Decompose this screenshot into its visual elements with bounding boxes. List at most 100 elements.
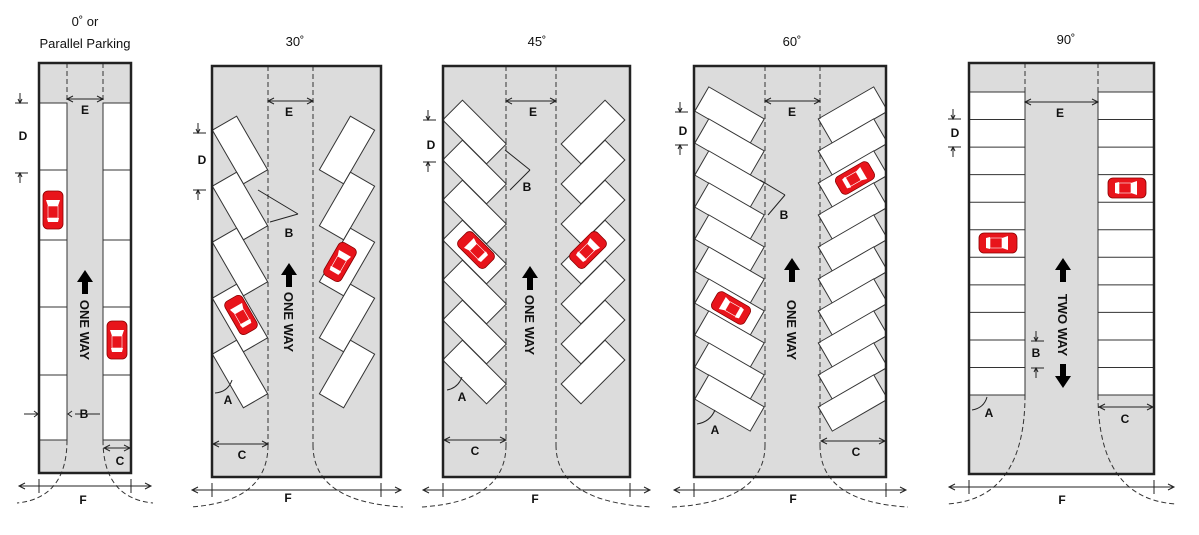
arrow-up-icon	[77, 270, 93, 294]
car-windshield	[1131, 181, 1137, 195]
arrow-up-icon	[522, 266, 538, 290]
angle-a-arc	[446, 376, 463, 391]
car-icon	[834, 161, 876, 195]
arrow-up-icon	[281, 263, 297, 287]
dimension-label-b: B	[523, 180, 532, 194]
arrow-down-icon	[1055, 364, 1071, 388]
stall-row-left	[39, 102, 68, 441]
car-windshield	[1002, 236, 1008, 250]
parking-stall-right	[318, 339, 376, 409]
angle-a-arc	[696, 409, 716, 425]
angle-a-arc	[214, 379, 233, 394]
entry-curve	[420, 444, 507, 508]
parking-stall-left	[212, 339, 269, 409]
parking-stall-left	[212, 115, 269, 185]
entry-curve	[16, 439, 68, 504]
dimension-label-f: F	[79, 493, 86, 507]
car-roof	[111, 335, 123, 349]
dimension-label-e: E	[81, 103, 89, 117]
panel-subtitle: Parallel Parking	[39, 36, 130, 51]
lot-boundary	[441, 64, 632, 479]
dimension-arrowheads	[819, 437, 887, 445]
dimension-b-marker	[759, 179, 786, 216]
dimension-arrowheads	[190, 486, 403, 494]
dimension-tick	[948, 109, 961, 121]
parking-panel	[443, 66, 630, 477]
dimension-arrowheads	[947, 483, 1176, 491]
car-icon	[42, 190, 64, 230]
dimension-b-marker	[257, 189, 299, 223]
dimension-label-f: F	[531, 492, 538, 506]
dimension-tick	[423, 110, 436, 122]
car-rear-window	[329, 265, 342, 275]
car-rear-window	[477, 251, 489, 263]
car-icon	[1107, 177, 1147, 199]
dimension-b-marker	[504, 149, 531, 191]
dimension-label-d: D	[427, 138, 436, 152]
car-roof	[47, 205, 59, 219]
parking-stall-right	[318, 171, 376, 241]
car-windshield	[110, 330, 124, 336]
parking-stall-left	[212, 171, 269, 241]
panel-title: 90˚	[1057, 32, 1076, 47]
dimension-label-a: A	[224, 393, 233, 407]
dimension-label-f: F	[1058, 493, 1065, 507]
car-rear-window	[575, 251, 587, 263]
entry-curve	[555, 444, 653, 508]
dimension-b-marker	[24, 410, 100, 418]
dimension-label-c: C	[471, 444, 480, 458]
dimension-label-e: E	[285, 105, 293, 119]
car-rear-window	[47, 218, 59, 222]
stall-row-right	[102, 102, 131, 441]
car-icon	[457, 231, 495, 269]
traffic-direction-label: ONE WAY	[522, 295, 537, 356]
dimension-label-c: C	[116, 454, 125, 468]
car-roof	[845, 171, 862, 187]
dimension-arrowheads	[763, 97, 822, 105]
car-windshield	[463, 237, 477, 251]
dimension-arrowheads	[421, 486, 652, 494]
arrow-up-icon	[1055, 258, 1071, 282]
dimension-tick	[948, 145, 961, 157]
parking-stall-right	[560, 339, 626, 405]
dimension-arrowheads	[266, 97, 315, 105]
car-roof	[1118, 182, 1132, 194]
dimension-tick	[193, 188, 206, 200]
dimension-label-a: A	[985, 406, 994, 420]
car-rear-window	[239, 318, 252, 328]
dimension-label-d: D	[198, 153, 207, 167]
car-roof	[724, 301, 741, 317]
car-rear-window	[986, 237, 990, 249]
dimension-arrowheads	[672, 486, 908, 494]
dimension-label-b: B	[1032, 346, 1041, 360]
parking-panel	[212, 66, 381, 477]
dimension-label-d: D	[951, 126, 960, 140]
stall-row-right	[1097, 91, 1154, 396]
entry-curve	[312, 444, 404, 508]
panel-title: 0˚ or	[72, 14, 99, 29]
traffic-direction-label: TWO WAY	[1055, 294, 1070, 357]
dimension-tick	[15, 93, 28, 105]
car-rear-window	[734, 306, 744, 319]
dimension-tick	[15, 171, 28, 183]
car-roof	[469, 243, 486, 260]
dimension-tick	[1031, 331, 1044, 343]
dimension-tick	[193, 123, 206, 135]
dimension-tick	[675, 143, 688, 155]
dimension-arrowheads	[504, 97, 558, 105]
car-windshield	[229, 302, 244, 315]
dimension-arrowheads	[1097, 403, 1155, 411]
entry-curve	[819, 444, 909, 508]
dimension-label-e: E	[529, 105, 537, 119]
dimension-arrowheads	[17, 482, 153, 490]
car-icon	[323, 241, 357, 283]
parking-stall-left	[443, 339, 508, 405]
parking-stall-right	[817, 374, 886, 432]
arrow-up-icon	[784, 258, 800, 282]
car-icon	[710, 291, 752, 325]
dimension-label-a: A	[711, 423, 720, 437]
car-roof	[578, 243, 595, 260]
dimension-label-c: C	[238, 448, 247, 462]
dimension-label-e: E	[1056, 106, 1064, 120]
